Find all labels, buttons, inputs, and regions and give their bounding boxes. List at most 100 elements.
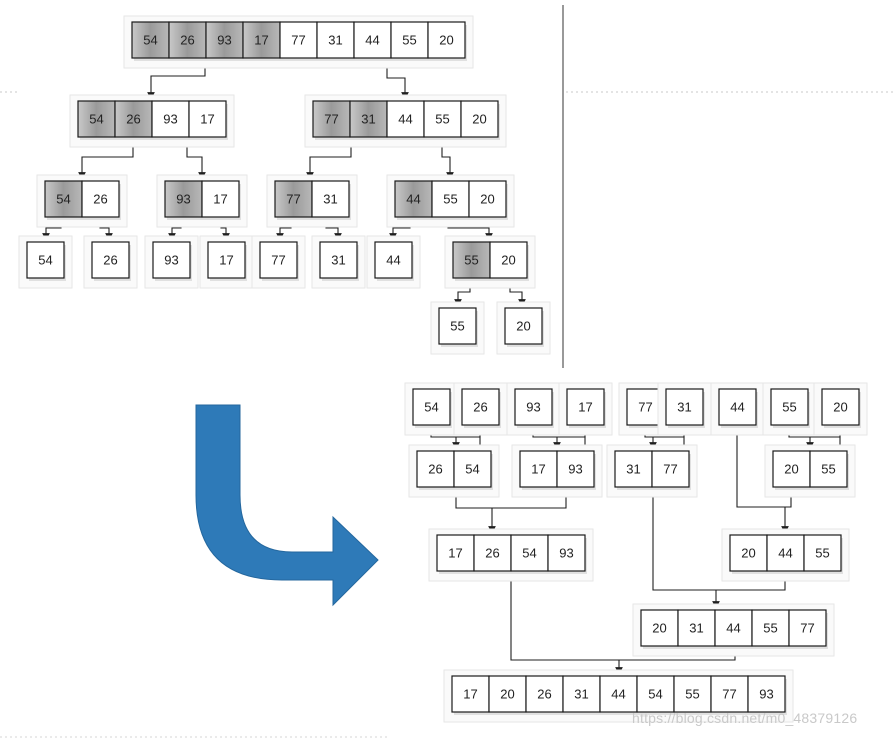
number-label: 55: [782, 400, 796, 415]
split-level3-group: 44: [366, 235, 421, 289]
split-level3-group: 17: [199, 235, 254, 289]
number-label: 17: [531, 462, 545, 477]
number-label: 55: [685, 687, 699, 702]
number-label: 55: [464, 253, 478, 268]
merge-row0-group: 17: [558, 382, 613, 436]
merge-row0-group: 31: [657, 382, 712, 436]
number-label: 31: [689, 621, 703, 636]
number-box: [131, 21, 170, 59]
number-label: 55: [763, 621, 777, 636]
number-box: [453, 450, 492, 488]
connector-lines: [42, 58, 841, 675]
number-label: 77: [663, 462, 677, 477]
number-box: [673, 675, 712, 713]
number-label: 93: [559, 546, 573, 561]
number-box: [188, 100, 227, 138]
number-box: [599, 675, 638, 713]
number-box: [640, 609, 679, 647]
number-label: 20: [652, 621, 666, 636]
merge-row0-group: 26: [453, 382, 508, 436]
number-box: [729, 534, 768, 572]
number-label: 26: [103, 253, 117, 268]
number-box: [279, 21, 318, 59]
number-box: [423, 100, 462, 138]
number-label: 20: [516, 319, 530, 334]
number-box: [201, 180, 240, 218]
number-label: 20: [833, 400, 847, 415]
number-label: 77: [286, 192, 300, 207]
number-label: 31: [361, 112, 375, 127]
number-label: 54: [56, 192, 70, 207]
number-box: [710, 675, 749, 713]
number-label: 31: [331, 253, 345, 268]
number-label: 55: [443, 192, 457, 207]
number-label: 26: [428, 462, 442, 477]
number-label: 54: [89, 112, 103, 127]
number-label: 44: [398, 112, 412, 127]
number-label: 55: [815, 546, 829, 561]
number-label: 77: [800, 621, 814, 636]
number-box: [386, 100, 425, 138]
number-box: [504, 307, 543, 345]
number-box: [766, 534, 805, 572]
split-level3-group: 55 20: [444, 235, 536, 289]
number-box: [460, 100, 499, 138]
number-label: 55: [402, 33, 416, 48]
number-label: 77: [324, 112, 338, 127]
number-label: 44: [778, 546, 792, 561]
number-box: [394, 180, 433, 218]
number-box: [788, 609, 827, 647]
number-box: [311, 180, 350, 218]
number-label: 44: [406, 192, 420, 207]
number-label: 93: [176, 192, 190, 207]
number-box: [461, 388, 500, 426]
merge-row0-group: 93: [506, 382, 561, 436]
split-level3-group: 77: [251, 235, 306, 289]
number-box: [412, 388, 451, 426]
number-box: [452, 241, 491, 279]
number-label: 17: [254, 33, 268, 48]
number-box: [714, 609, 753, 647]
number-box: [803, 534, 842, 572]
number-label: 20: [501, 253, 515, 268]
number-box: [26, 241, 65, 279]
number-label: 26: [126, 112, 140, 127]
number-box: [81, 180, 120, 218]
number-box: [427, 21, 466, 59]
number-box: [514, 388, 553, 426]
number-label: 17: [200, 112, 214, 127]
number-box: [770, 388, 809, 426]
number-label: 93: [568, 462, 582, 477]
split-level3-group: 93: [144, 235, 199, 289]
number-box: [438, 307, 477, 345]
number-label: 20: [741, 546, 755, 561]
number-label: 17: [219, 253, 233, 268]
split-level1-group: 54 26 93 17: [69, 94, 235, 148]
number-box: [772, 450, 811, 488]
number-label: 55: [450, 319, 464, 334]
number-label: 54: [522, 546, 536, 561]
split-level3-group: 31: [311, 235, 366, 289]
number-label: 26: [180, 33, 194, 48]
number-box: [319, 241, 358, 279]
split-level3-group: 26: [83, 235, 138, 289]
number-label: 93: [217, 33, 231, 48]
number-box: [747, 675, 786, 713]
number-label: 44: [386, 253, 400, 268]
number-box: [374, 241, 413, 279]
number-box: [207, 241, 246, 279]
number-label: 77: [722, 687, 736, 702]
number-box: [547, 534, 586, 572]
number-label: 93: [164, 253, 178, 268]
number-label: 93: [163, 112, 177, 127]
